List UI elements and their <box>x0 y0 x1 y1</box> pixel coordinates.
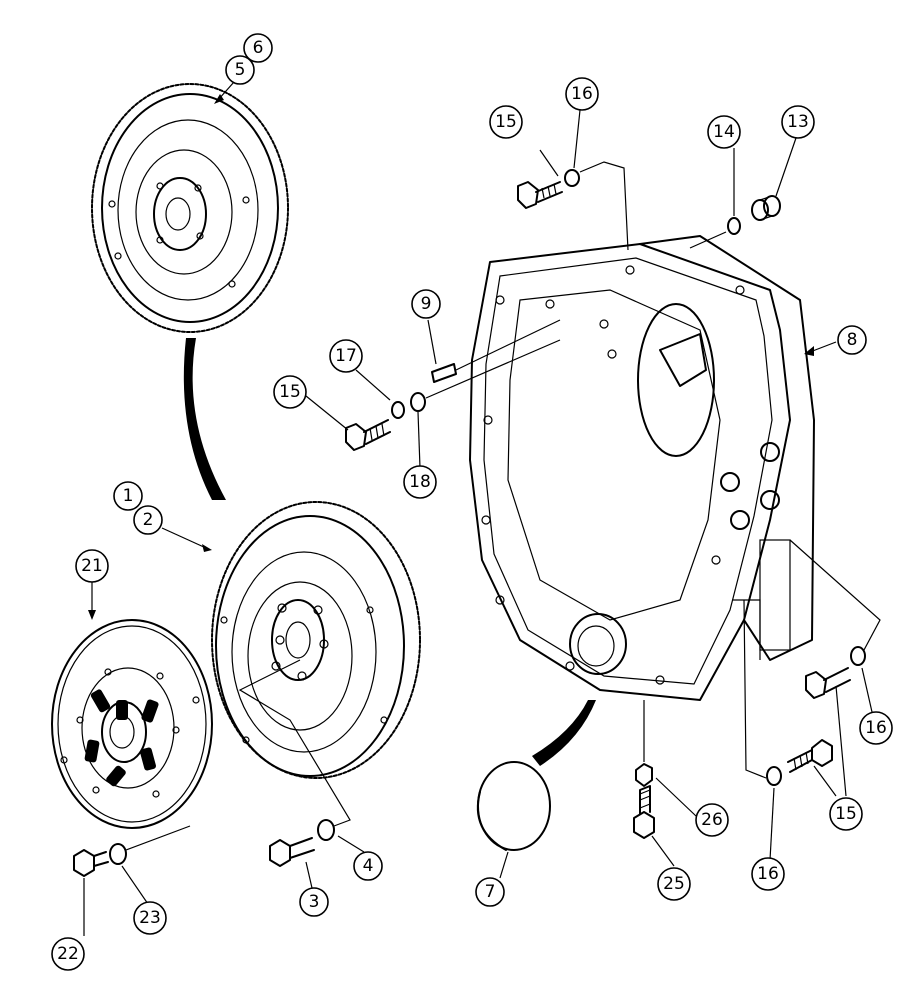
callout-15-right: 15 <box>829 797 863 831</box>
washer-16-top <box>564 169 580 187</box>
svg-text:16: 16 <box>757 864 779 884</box>
lockwasher-17 <box>391 401 405 419</box>
washer-18 <box>410 392 426 412</box>
callout-16-right: 16 <box>859 711 893 745</box>
bolt-15-top <box>517 181 563 209</box>
transfer-arrow-upper <box>183 338 226 500</box>
svg-text:25: 25 <box>663 874 685 894</box>
callout-15-top: 15 <box>489 105 523 139</box>
clutch-disc <box>51 619 213 829</box>
callout-4: 4 <box>353 851 383 881</box>
callout-22: 22 <box>51 937 85 971</box>
callout-26: 26 <box>695 803 729 837</box>
callout-5: 5 <box>225 55 255 85</box>
svg-text:2: 2 <box>143 510 154 530</box>
stud-25 <box>633 785 655 839</box>
svg-text:17: 17 <box>335 346 357 366</box>
callout-23: 23 <box>133 901 167 935</box>
callout-2: 2 <box>133 505 163 535</box>
transfer-arrow-lower <box>532 700 596 766</box>
svg-text:8: 8 <box>847 330 858 350</box>
washer-4 <box>317 819 335 841</box>
callout-14: 14 <box>707 115 741 149</box>
callout-21: 21 <box>75 549 109 583</box>
callout-8: 9 <box>411 289 441 319</box>
svg-text:3: 3 <box>309 892 320 912</box>
washer-16-lower <box>766 766 782 786</box>
svg-text:9: 9 <box>421 294 432 314</box>
svg-text:6: 6 <box>253 38 264 58</box>
bolt-15-mid <box>345 419 391 451</box>
callout-6: 6 <box>243 33 273 63</box>
svg-text:13: 13 <box>787 112 809 132</box>
svg-text:22: 22 <box>57 944 79 964</box>
svg-text:16: 16 <box>865 718 887 738</box>
svg-text:15: 15 <box>495 112 517 132</box>
callout-25: 25 <box>657 867 691 901</box>
bolt-22 <box>73 849 109 877</box>
bolt-15-right-lower <box>787 739 833 773</box>
bolt-3 <box>269 837 315 867</box>
callout-16-lower: 16 <box>751 857 785 891</box>
svg-text:1: 1 <box>123 486 134 506</box>
svg-text:14: 14 <box>713 122 735 142</box>
nut-26 <box>635 700 653 787</box>
svg-text:23: 23 <box>139 908 161 928</box>
leader-16-top <box>579 161 629 251</box>
callout-15-mid: 15 <box>273 375 307 409</box>
washer-14 <box>727 217 741 235</box>
svg-text:18: 18 <box>409 472 431 492</box>
svg-text:5: 5 <box>235 60 246 80</box>
callout-1: 1 <box>113 481 143 511</box>
callout-16-top: 16 <box>565 77 599 111</box>
svg-text:15: 15 <box>279 382 301 402</box>
dowel-pin-8 <box>431 319 561 383</box>
svg-text:4: 4 <box>363 856 374 876</box>
svg-text:26: 26 <box>701 810 723 830</box>
svg-text:21: 21 <box>81 556 103 576</box>
bolt-15-right-upper <box>805 667 851 699</box>
leader-lines <box>83 81 873 936</box>
washer-23 <box>109 843 127 865</box>
callout-17: 17 <box>329 339 363 373</box>
svg-text:15: 15 <box>835 804 857 824</box>
callout-9: 7 <box>475 877 505 907</box>
flywheel-upper <box>91 83 289 333</box>
washer-16-right <box>850 646 866 666</box>
fitting-13 <box>751 195 781 221</box>
flywheel-lower <box>211 501 421 779</box>
svg-text:16: 16 <box>571 84 593 104</box>
callout-7: 8 <box>837 325 867 355</box>
callout-18: 18 <box>403 465 437 499</box>
plug <box>476 761 551 851</box>
callout-3: 3 <box>299 887 329 917</box>
svg-text:7: 7 <box>485 882 496 902</box>
flywheel-housing <box>469 235 815 701</box>
callout-13: 13 <box>781 105 815 139</box>
